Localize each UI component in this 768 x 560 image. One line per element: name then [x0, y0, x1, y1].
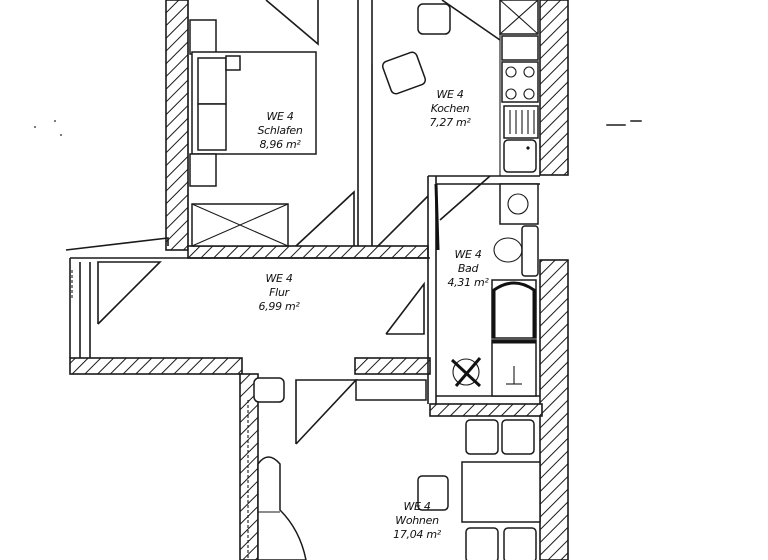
room-name: Schlafen	[257, 124, 303, 137]
room-label-kochen: WE 4 Kochen 7,27 m²	[420, 88, 480, 130]
scan-speck	[630, 120, 642, 122]
room-name: Flur	[269, 286, 289, 299]
living-furniture	[253, 377, 541, 560]
scan-speck	[60, 134, 62, 136]
room-label-wohnen: WE 4 Wohnen 17,04 m²	[384, 500, 450, 542]
scan-speck	[34, 126, 36, 128]
room-unit: WE 4	[266, 110, 294, 123]
room-area: 7,27 m²	[429, 116, 471, 129]
room-label-flur: WE 4 Flur 6,99 m²	[244, 272, 314, 314]
room-name: Wohnen	[395, 514, 439, 527]
bathroom-fixtures	[450, 183, 539, 397]
room-label-bad: WE 4 Bad 4,31 m²	[440, 248, 496, 290]
wall-ticks	[71, 270, 249, 560]
room-unit: WE 4	[436, 88, 464, 101]
room-unit: WE 4	[265, 272, 293, 285]
room-area: 8,96 m²	[259, 138, 301, 151]
room-name: Bad	[457, 262, 479, 275]
scan-speck	[606, 124, 626, 126]
partitions	[65, 0, 540, 404]
bedroom-furniture	[189, 19, 317, 247]
kitchen-furniture	[381, 0, 539, 173]
room-area: 17,04 m²	[393, 528, 441, 541]
room-name: Kochen	[430, 102, 470, 115]
room-area: 4,31 m²	[447, 276, 489, 289]
room-label-schlafen: WE 4 Schlafen 8,96 m²	[250, 110, 310, 152]
walls	[69, 0, 569, 560]
room-area: 6,99 m²	[258, 300, 300, 313]
room-unit: WE 4	[454, 248, 482, 261]
door-swings	[97, 0, 501, 445]
scan-speck	[54, 120, 56, 122]
room-unit: WE 4	[403, 500, 431, 513]
